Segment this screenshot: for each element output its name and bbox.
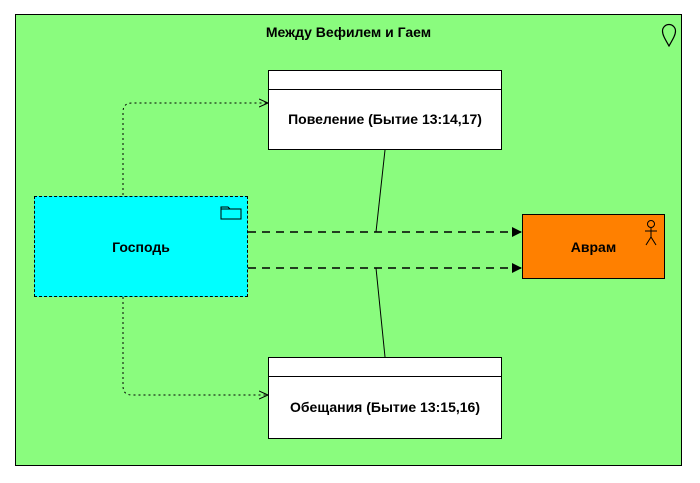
lord-label: Господь [112, 238, 170, 255]
avram-label: Аврам [570, 238, 617, 255]
connector-lord-command [122, 103, 268, 195]
command-node[interactable]: Повеление (Бытие 13:14,17) [268, 70, 502, 150]
command-label: Повеление (Бытие 13:14,17) [288, 111, 482, 127]
promise-label: Обещания (Бытие 13:15,16) [290, 399, 480, 415]
connector-lord-promise [122, 297, 268, 395]
location-pin-icon [661, 23, 677, 47]
connector-command-association [375, 149, 386, 233]
promise-node[interactable]: Обещания (Бытие 13:15,16) [268, 357, 502, 439]
folder-icon [220, 206, 242, 220]
actor-icon [645, 220, 657, 246]
connector-promise-association [375, 267, 386, 358]
avram-node[interactable]: Аврам [522, 214, 665, 279]
promise-node-header [269, 358, 501, 377]
lord-node[interactable]: Господь [34, 196, 248, 297]
diagram-title: Между Вефилем и Гаем [265, 24, 432, 40]
command-node-header [269, 71, 501, 90]
